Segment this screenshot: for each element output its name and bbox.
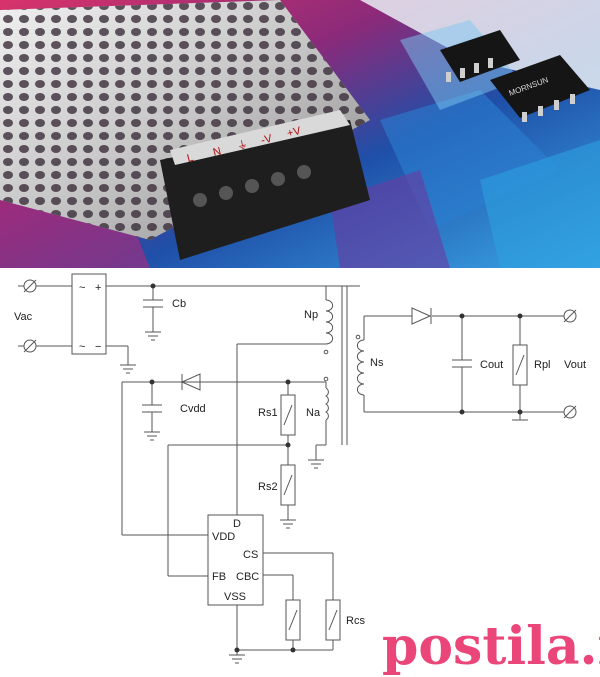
- label-cout: Cout: [480, 359, 503, 371]
- chip-2: MORNSUN: [490, 55, 590, 122]
- label-rs2: Rs2: [258, 481, 278, 493]
- label-pin-cbc: CBC: [236, 571, 259, 583]
- watermark-text: postila.ru: [382, 616, 600, 677]
- rectifier-ac-sign-2: ~: [79, 341, 85, 353]
- output-diode: [411, 307, 432, 325]
- chip-1: [440, 30, 520, 82]
- label-ns: Ns: [370, 357, 384, 369]
- label-pin-fb: FB: [212, 571, 226, 583]
- label-vout: Vout: [564, 359, 586, 371]
- label-pin-vdd: VDD: [212, 531, 235, 543]
- cvdd-diode: [180, 373, 201, 391]
- rectifier-plus-sign: +: [95, 282, 101, 294]
- svg-text:N: N: [212, 145, 223, 159]
- svg-text:+V: +V: [286, 125, 303, 140]
- rectifier-minus-sign: −: [95, 341, 101, 353]
- product-photo: L N ⏚ -V +V MORNSUN: [0, 0, 600, 268]
- label-rs1: Rs1: [258, 407, 278, 419]
- label-rcs: Rcs: [346, 615, 365, 627]
- rectifier-ac-sign-1: ~: [79, 282, 85, 294]
- np-coil: [325, 299, 334, 345]
- circuit-schematic: ~ ~ + − Vac Cb Np Ns Cout Rpl Vout Cvdd …: [14, 273, 600, 677]
- label-vac: Vac: [14, 311, 33, 323]
- terminal-labels: L N ⏚ -V +V: [186, 125, 303, 165]
- label-pin-d: D: [233, 518, 241, 530]
- label-pin-vss: VSS: [224, 591, 246, 603]
- label-cb: Cb: [172, 298, 186, 310]
- label-np: Np: [304, 309, 318, 321]
- label-rpl: Rpl: [534, 359, 551, 371]
- label-cvdd: Cvdd: [180, 403, 206, 415]
- svg-text:L: L: [186, 152, 195, 165]
- na-coil: [325, 387, 329, 421]
- label-pin-cs: CS: [243, 549, 258, 561]
- ns-coil: [356, 339, 365, 396]
- svg-text:-V: -V: [260, 132, 274, 146]
- label-na: Na: [306, 407, 321, 419]
- svg-text:⏚: ⏚: [236, 138, 250, 153]
